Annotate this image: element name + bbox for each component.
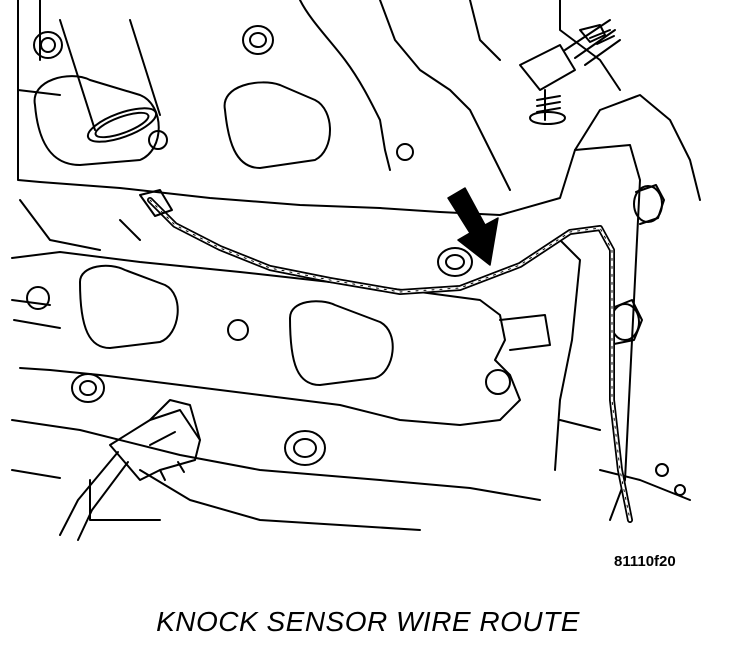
upper-cylinder-head bbox=[18, 0, 700, 215]
exhaust-manifold-flange bbox=[12, 252, 550, 425]
exhaust-tube bbox=[60, 20, 160, 149]
upper-exhaust-ports bbox=[35, 76, 330, 168]
spark-plug-connector bbox=[520, 20, 620, 124]
knock-sensor-wire bbox=[140, 190, 630, 520]
knock-sensor-connector bbox=[60, 400, 200, 540]
figure-caption: KNOCK SENSOR WIRE ROUTE bbox=[156, 606, 580, 637]
figure-ref-number: 81110f20 bbox=[614, 553, 676, 570]
lower-bolt-bosses bbox=[72, 248, 472, 465]
arrow-icon bbox=[448, 188, 498, 265]
engine-illustration bbox=[0, 0, 736, 560]
engine-block-lower bbox=[12, 200, 690, 530]
